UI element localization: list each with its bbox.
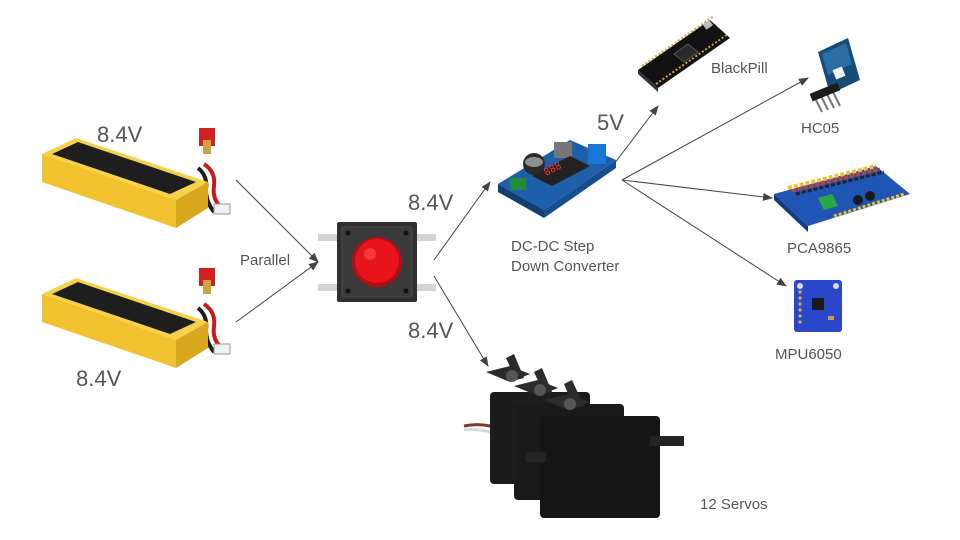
converter-label-line2: Down Converter <box>511 258 619 275</box>
hc05-label: HC05 <box>801 120 839 137</box>
push-button-switch-icon <box>318 222 436 304</box>
converter-input-voltage-label: 8.4V <box>408 190 453 215</box>
pca9865-board-icon <box>772 164 912 234</box>
parallel-label: Parallel <box>240 252 290 269</box>
hc05-module-icon <box>808 34 866 116</box>
servos-label: 12 Servos <box>700 496 768 513</box>
dc-dc-converter-icon: 888 <box>492 134 622 222</box>
mpu6050-board-icon <box>790 276 846 336</box>
converter-label-line1: DC-DC Step <box>511 238 594 255</box>
battery-bottom-voltage-label: 8.4V <box>76 366 121 391</box>
pca9865-label: PCA9865 <box>787 240 851 257</box>
mpu6050-label: MPU6050 <box>775 346 842 363</box>
blackpill-label: BlackPill <box>711 60 768 77</box>
five-volt-label: 5V <box>597 110 624 135</box>
blackpill-board-icon <box>636 14 734 94</box>
arrow-battery-top-to-switch <box>236 180 318 262</box>
arrow-converter-to-mpu6050 <box>622 180 786 286</box>
arrow-converter-to-pca9865 <box>622 180 772 198</box>
servo-input-voltage-label: 8.4V <box>408 318 453 343</box>
battery-top-voltage-label: 8.4V <box>97 122 142 147</box>
battery-bottom-icon <box>36 264 236 376</box>
servo-motors-icon <box>450 352 700 528</box>
arrow-battery-bottom-to-switch <box>236 262 318 322</box>
